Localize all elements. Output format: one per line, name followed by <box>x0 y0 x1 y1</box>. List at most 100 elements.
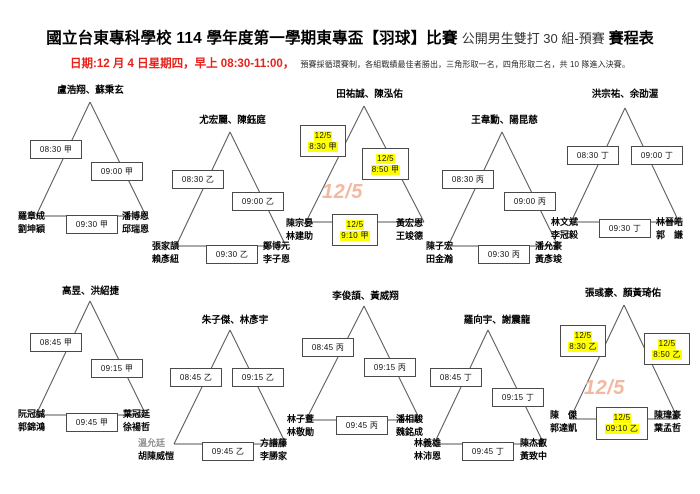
group-a4-team-right-p2: 黃彥竣 <box>535 254 563 265</box>
group-a5-team-right: 林晉皓 郭 謙 <box>656 216 683 242</box>
group-b1-team-left: 阮冠誠 郭錦鴻 <box>18 408 45 434</box>
group-b5-match-right-time: 8:50 乙 <box>652 349 682 360</box>
group-a3-team-left-p1: 陳宗晏 <box>286 218 314 228</box>
group-a5-team-left-p2: 李冠毅 <box>551 230 579 241</box>
group-a5-team-left: 林文斌 李冠毅 <box>551 216 578 242</box>
group-a2-team-left-p1: 張家頡 <box>152 241 180 251</box>
bracket-group-b4: 羅向宇、謝震龍 08:45 丁 09:15 丁 09:45 丁 林義雄 林沛恩 … <box>414 312 572 492</box>
group-a5-team-left-p1: 林文斌 <box>551 217 579 227</box>
group-b3-team-left: 林子萱 林敬勛 <box>287 413 314 439</box>
group-a1-team-left-p1: 羅章成 <box>18 211 46 221</box>
group-b2-team-left: 溫允廷 胡陳威愷 <box>138 437 174 463</box>
group-b5-team-right-p2: 葉孟哲 <box>654 423 682 434</box>
group-a3-match-right-time: 8:50 甲 <box>370 164 401 175</box>
group-b2-team-right: 方譜藤 李勝家 <box>260 437 287 463</box>
group-a5-team-right-p1: 林晉皓 <box>656 217 684 227</box>
group-a5-match-left[interactable]: 08:30 丁 <box>567 146 619 165</box>
group-a4-match-right[interactable]: 09:00 丙 <box>504 192 556 211</box>
group-a3-match-left[interactable]: 12/5 8:30 甲 <box>300 125 346 157</box>
group-b1-match-bottom[interactable]: 09:45 甲 <box>66 413 118 432</box>
group-b4-team-right: 陳杰叡 黃致中 <box>520 437 547 463</box>
group-a1-team-left: 羅章成 劉坤穎 <box>18 210 45 236</box>
group-b2-title: 朱子傑、林彥宇 <box>201 315 269 326</box>
page-title-main: 國立台東專科學校 114 學年度第一學期東專盃【羽球】比賽 <box>46 30 458 47</box>
group-a1-match-right[interactable]: 09:00 甲 <box>91 162 143 181</box>
group-b1-match-right[interactable]: 09:15 甲 <box>91 359 143 378</box>
group-a1-team-right: 潘博恩 邱瑞恩 <box>122 210 149 236</box>
group-a1-match-bottom[interactable]: 09:30 甲 <box>66 215 118 234</box>
group-a3-team-right-p2: 王竣德 <box>396 231 424 242</box>
group-a1-team-right-p1: 潘博恩 <box>122 211 150 221</box>
group-b5-match-bottom[interactable]: 12/5 09:10 乙 <box>596 407 648 440</box>
group-b5-team-left-p1: 陳 傑 <box>550 410 578 420</box>
group-a3-team-left-p2: 林建助 <box>286 231 314 242</box>
group-a3-match-right[interactable]: 12/5 8:50 甲 <box>362 148 409 180</box>
group-b2-team-left-p1: 溫允廷 <box>138 438 166 448</box>
group-a4-team-left-p2: 田金瀚 <box>426 254 454 265</box>
group-a4-match-bottom[interactable]: 09:30 丙 <box>478 245 530 264</box>
group-a1-team-right-p2: 邱瑞恩 <box>122 224 150 235</box>
group-b2-match-right[interactable]: 09:15 乙 <box>232 368 284 387</box>
group-a4-team-right-p1: 潘允豪 <box>535 241 563 251</box>
group-b4-match-bottom[interactable]: 09:45 丁 <box>462 442 514 461</box>
bracket-group-a3: 田祐誠、陳泓佑 12/5 12/5 8:30 甲 12/5 8:50 甲 12/… <box>286 86 447 276</box>
group-a2-match-bottom[interactable]: 09:30 乙 <box>206 245 258 264</box>
group-b4-match-left[interactable]: 08:45 丁 <box>430 368 482 387</box>
group-a2-team-left-p2: 賴彥紐 <box>152 254 180 265</box>
group-a4-match-left[interactable]: 08:30 丙 <box>442 170 494 189</box>
group-a5-title: 洪宗祐、余劭渥 <box>591 89 659 100</box>
group-b5-team-right-p1: 陳瑋豪 <box>654 410 682 420</box>
group-b1-match-left[interactable]: 08:45 甲 <box>30 333 82 352</box>
schedule-subheader: 日期:12 月 4 日星期四，早上 08:30-11:00，預賽採循環賽制，各組… <box>0 54 700 72</box>
group-b3-match-left[interactable]: 08:45 丙 <box>302 338 354 357</box>
group-b2-team-right-p1: 方譜藤 <box>260 438 288 448</box>
group-b2-match-bottom[interactable]: 09:45 乙 <box>202 442 254 461</box>
group-b2-team-right-p2: 李勝家 <box>260 451 288 462</box>
group-a3-title: 田祐誠、陳泓佑 <box>336 89 403 100</box>
group-a5-match-right[interactable]: 09:00 丁 <box>631 146 683 165</box>
group-b5-match-left-time: 8:30 乙 <box>568 341 598 352</box>
group-a3-match-bottom-time: 9:10 甲 <box>340 230 370 241</box>
group-b3-match-bottom[interactable]: 09:45 丙 <box>336 416 388 435</box>
group-b1-team-left-p1: 阮冠誠 <box>18 409 46 419</box>
group-b2-match-left[interactable]: 08:45 乙 <box>170 368 222 387</box>
group-a2-match-right[interactable]: 09:00 乙 <box>232 192 284 211</box>
page-title: 國立台東專科學校 114 學年度第一學期東專盃【羽球】比賽公開男生雙打 30 組… <box>0 26 700 48</box>
bracket-group-b1: 高昱、洪紹捷 08:45 甲 09:15 甲 09:45 甲 阮冠誠 郭錦鴻 葉… <box>18 283 163 468</box>
group-b3-team-right-p1: 潘相駿 <box>396 414 424 424</box>
group-a4-team-left-p1: 陳子宏 <box>426 241 454 251</box>
group-b5-team-left-p2: 郭達凱 <box>550 423 578 434</box>
group-a3-match-left-time: 8:30 甲 <box>308 141 338 152</box>
group-a3-match-right-date: 12/5 <box>376 153 395 164</box>
group-a3-team-right: 黃宏恩 王竣德 <box>396 217 423 243</box>
group-b1-team-right-p1: 葉冠廷 <box>123 409 151 419</box>
group-b1-title: 高昱、洪紹捷 <box>61 286 119 297</box>
group-a2-match-left[interactable]: 08:30 乙 <box>172 170 224 189</box>
group-b4-match-right[interactable]: 09:15 丁 <box>492 388 544 407</box>
group-b1-team-left-p2: 郭錦鴻 <box>18 422 46 433</box>
group-b5-match-right[interactable]: 12/5 8:50 乙 <box>644 333 690 365</box>
bracket-group-b2: 朱子傑、林彥宇 08:45 乙 09:15 乙 09:45 乙 溫允廷 胡陳威愷… <box>138 312 310 492</box>
group-b3-title: 李俊頡、黃威翔 <box>332 291 399 302</box>
group-b3-match-right[interactable]: 09:15 丙 <box>364 358 416 377</box>
group-b5-team-right: 陳瑋豪 葉孟哲 <box>654 409 681 435</box>
group-b5-team-left: 陳 傑 郭達凱 <box>550 409 577 435</box>
group-b4-title: 羅向宇、謝震龍 <box>463 315 531 326</box>
group-b5-match-right-date: 12/5 <box>657 338 677 349</box>
group-a1-title: 盧浩翔、蘇秉玄 <box>57 85 124 96</box>
group-a2-team-right-p2: 李子恩 <box>263 254 291 265</box>
group-a3-match-bottom[interactable]: 12/5 9:10 甲 <box>332 214 378 246</box>
group-a4-team-left: 陳子宏 田金瀚 <box>426 240 453 266</box>
group-a1-team-left-p2: 劉坤穎 <box>18 224 46 235</box>
group-a5-match-bottom[interactable]: 09:30 丁 <box>599 219 651 238</box>
schedule-date: 日期:12 月 4 日星期四，早上 08:30-11:00， <box>70 58 295 70</box>
group-b5-match-left[interactable]: 12/5 8:30 乙 <box>560 325 606 357</box>
page-title-tail: 賽程表 <box>608 30 654 47</box>
bracket-group-a2: 尤宏麗、陳鈺庭 08:30 乙 09:00 乙 09:30 乙 張家頡 賴彥紐 … <box>152 112 305 292</box>
group-b5-match-bottom-time: 09:10 乙 <box>604 424 640 434</box>
group-b4-team-left-p2: 林沛恩 <box>414 451 442 462</box>
group-a1-match-left[interactable]: 08:30 甲 <box>30 140 82 159</box>
group-a2-team-right: 鄭博元 李子恩 <box>263 240 290 266</box>
group-a2-team-right-p1: 鄭博元 <box>263 241 291 251</box>
